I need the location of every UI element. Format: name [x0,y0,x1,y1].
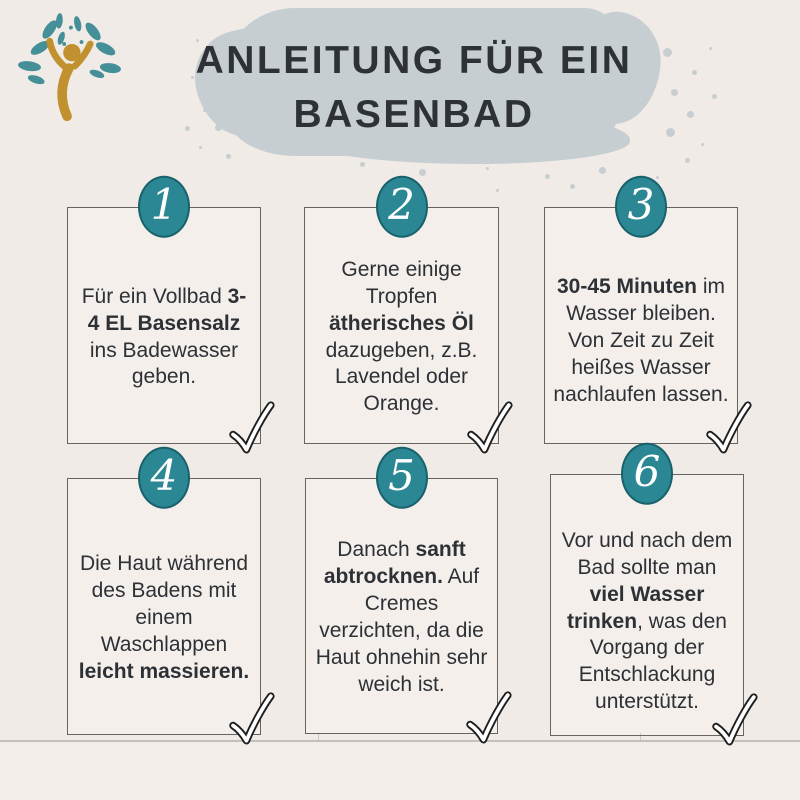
instruction-card-3: 3 30-45 Minuten im Wasser bleiben. Von Z… [544,175,752,454]
card-text-segment: im Wasser bleiben. Von Zeit zu Zeit heiß… [553,275,729,406]
step-badge-5: 5 [375,446,428,509]
card-text-bold-segment: viel Wasser trinken [567,582,705,633]
card-text-segment: Vor und nach dem Bad sollte man [561,528,733,579]
card-text-segment: Danach [337,538,416,562]
instruction-card-2: 2 Gerne einige Tropfen ätherisches Öl da… [304,175,513,454]
card-text-bold-segment: ätherisches Öl [329,311,474,335]
card-text-segment: Auf Cremes verzichten, da die Haut ohneh… [315,565,488,696]
card-text-segment: Gerne einige Tropfen [341,257,462,308]
checkmark-icon [229,692,275,745]
card-text-bold-segment: 30-45 Minuten [556,275,698,299]
step-badge-2: 2 [375,175,428,238]
footer-divider [0,740,800,742]
checkmark-icon [466,691,512,744]
instruction-card-4: 4 Die Haut während des Badens mit einem … [67,446,275,745]
step-number-6: 6 [633,446,661,496]
step-badge-3: 3 [615,175,667,238]
card-text-segment: ins Badewasser geben. [89,338,239,389]
checkmark-icon [467,401,513,454]
instruction-card-5: 5 Danach sanft abtrocknen. Auf Cremes ve… [305,446,512,744]
step-badge-1: 1 [138,175,190,238]
step-number-5: 5 [388,450,415,500]
column-seam [640,733,641,741]
page-title-line2: BASENBAD [293,93,535,136]
person-with-leaves-logo-icon [18,13,121,122]
page-title-line1: ANLEITUNG FÜR EIN [195,39,633,82]
step-number-2: 2 [388,179,415,229]
footer-area [0,742,800,800]
checkmark-icon [712,693,758,746]
column-seam [318,733,319,741]
card-text-bold-segment: leicht massieren. [78,659,250,683]
brush-speckles [240,30,245,35]
step-number-1: 1 [150,179,178,229]
instruction-card-1: 1 Für ein Vollbad 3-4 EL Basensalz ins B… [67,175,275,454]
card-text-2: Gerne einige Tropfen ätherisches Öl dazu… [313,257,490,418]
card-text-1: Für ein Vollbad 3-4 EL Basensalz ins Bad… [76,284,252,392]
card-text-3: 30-45 Minuten im Wasser bleiben. Von Zei… [553,274,729,408]
card-text-bold-segment: sanft abtrocknen. [323,538,466,589]
instruction-card-6: 6 Vor und nach dem Bad sollte man viel W… [550,442,758,746]
card-text-6: Vor und nach dem Bad sollte man viel Was… [559,528,735,716]
brush-blob [300,112,630,164]
step-number-3: 3 [627,179,655,229]
step-badge-6: 6 [621,442,673,505]
card-text-bold-segment: 3-4 EL Basensalz [87,284,247,335]
card-text-segment: Für ein Vollbad [81,284,228,308]
card-text-segment: Die Haut während des Badens mit einem Wa… [79,552,249,656]
card-text-4: Die Haut während des Badens mit einem Wa… [76,551,252,685]
page-title: ANLEITUNG FÜR EIN BASENBAD [188,34,640,142]
step-number-4: 4 [150,450,178,500]
brush-stroke-background [0,0,800,200]
card-text-5: Danach sanft abtrocknen. Auf Cremes verz… [314,537,489,698]
card-text-segment: , was den Vorgang der Entschlackung unte… [578,609,727,714]
step-badge-4: 4 [138,446,190,509]
checkmark-icon [706,401,752,454]
card-text-segment: dazugeben, z.B. Lavendel oder Orange. [325,338,478,416]
checkmark-icon [229,401,275,454]
